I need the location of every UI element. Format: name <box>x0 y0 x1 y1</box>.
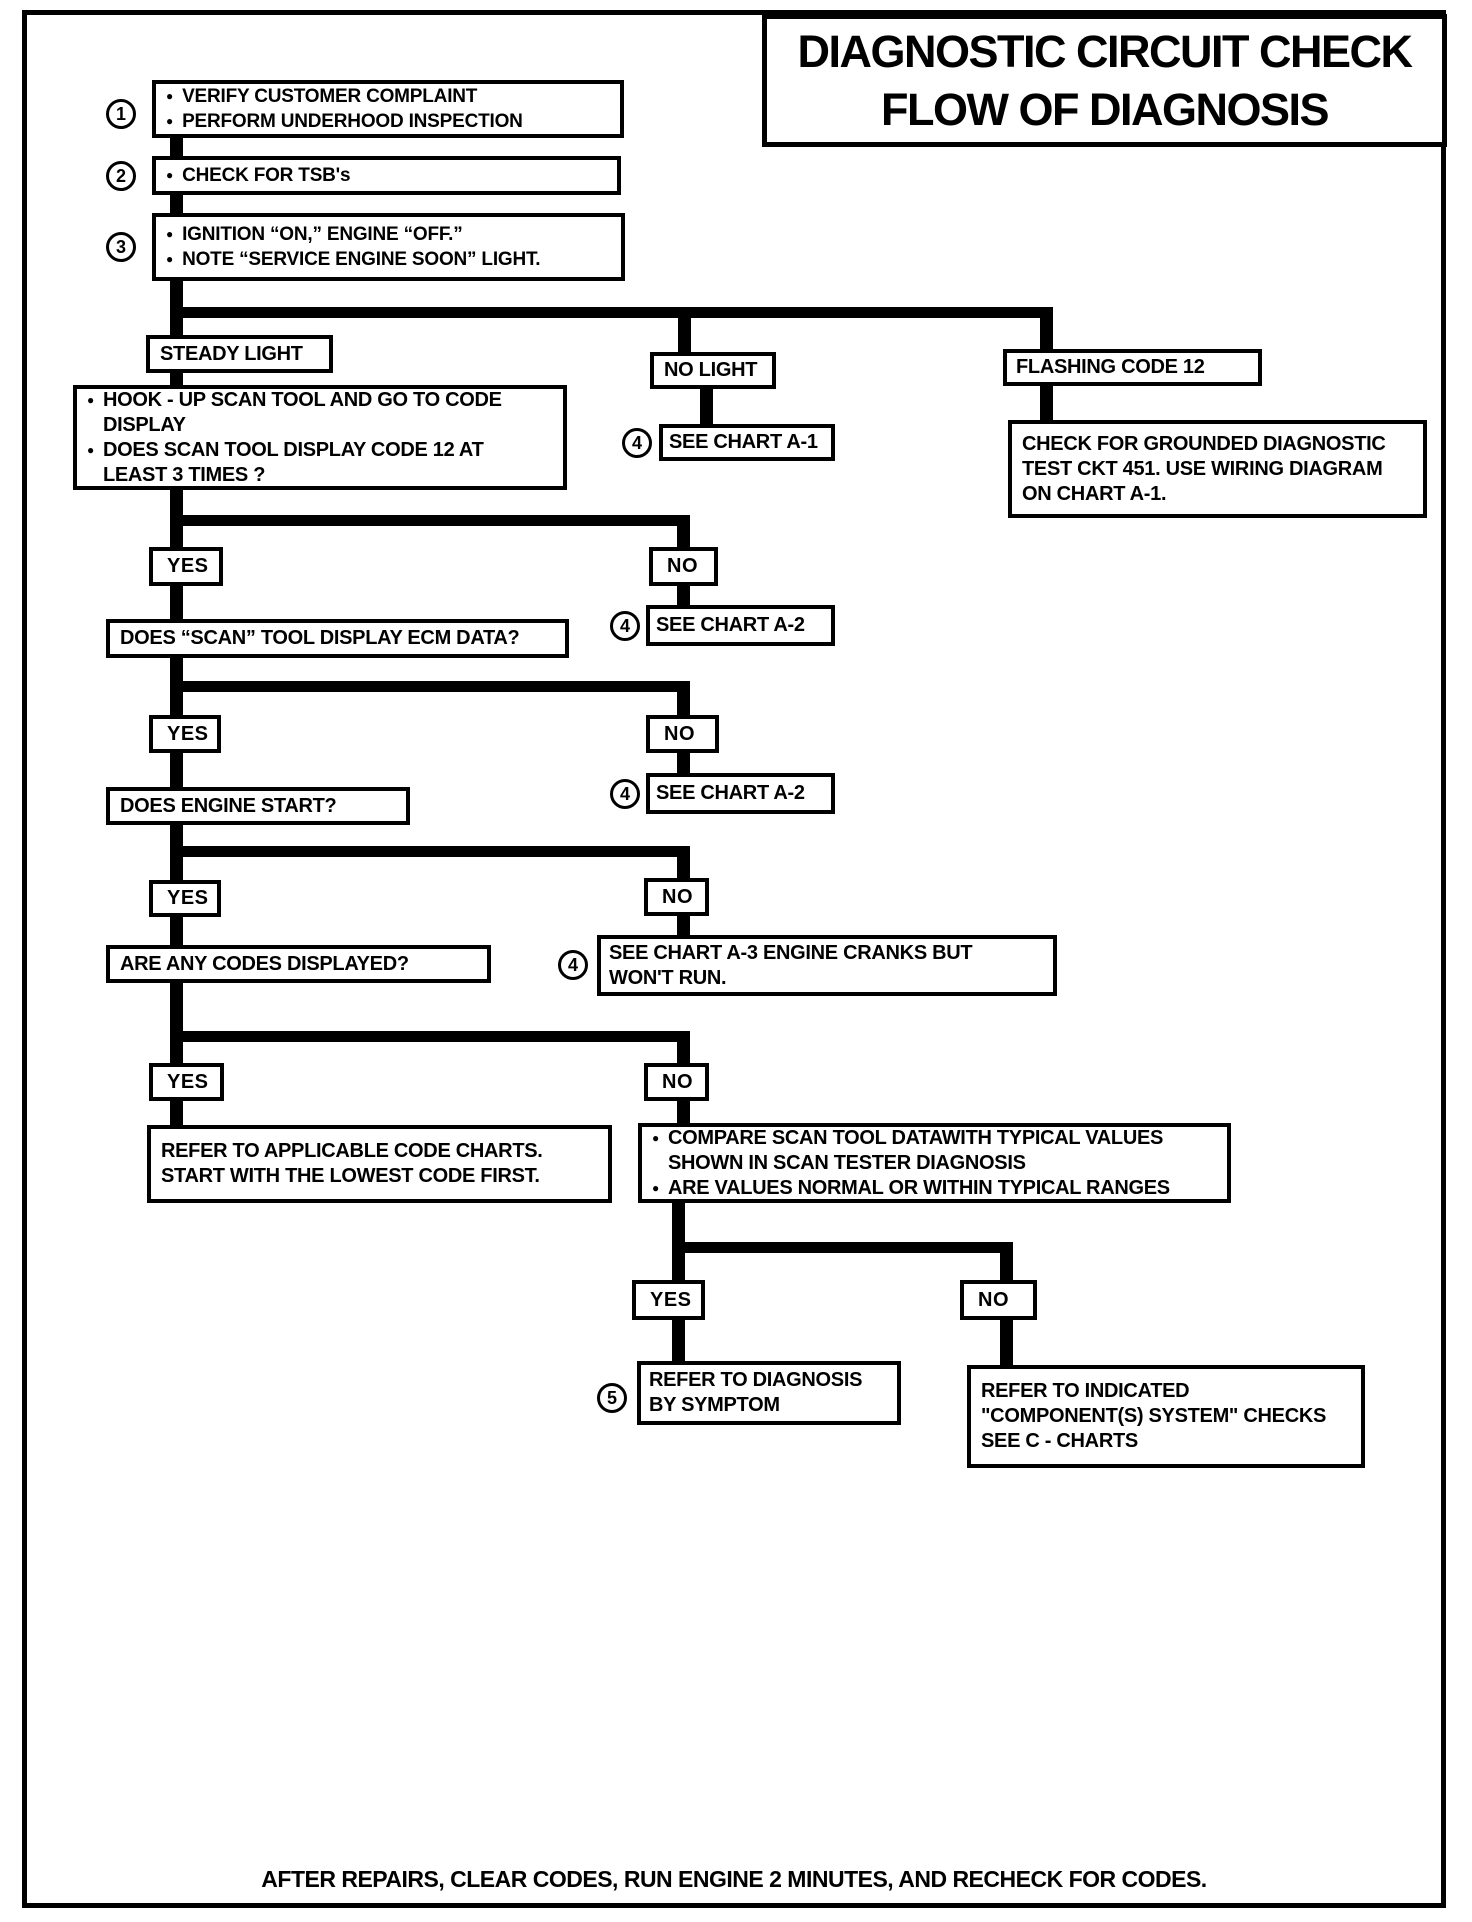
ref-4-circle: 4 <box>610 611 640 641</box>
no-box-code12: NO <box>649 547 718 586</box>
footer-note: AFTER REPAIRS, CLEAR CODES, RUN ENGINE 2… <box>261 1866 1207 1892</box>
bullet-icon: ● <box>87 392 94 407</box>
ref-5-circle: 5 <box>597 1383 627 1413</box>
connector-line <box>677 692 690 715</box>
bullet-icon: ● <box>166 114 174 128</box>
connector-line <box>700 388 713 424</box>
bullet-icon: ● <box>166 89 174 103</box>
connector-line <box>170 1101 183 1125</box>
title-box: DIAGNOSTIC CIRCUIT CHECK FLOW OF DIAGNOS… <box>762 14 1447 147</box>
connector-line <box>170 846 690 857</box>
connector-line <box>170 372 183 386</box>
no-box-ecm-data: NO <box>646 715 719 753</box>
connector-line <box>170 193 183 214</box>
connector-line <box>170 692 183 715</box>
bullet-icon: ● <box>652 1180 659 1195</box>
page-title-line2: FLOW OF DIAGNOSIS <box>881 83 1329 135</box>
connector-line <box>170 586 183 619</box>
step-1-item-1: ●VERIFY CUSTOMER COMPLAINT <box>166 86 478 107</box>
no-box-codes-displayed: NO <box>644 1063 709 1101</box>
step-3-item-2: ●NOTE “SERVICE ENGINE SOON” LIGHT. <box>166 249 541 270</box>
compare-item-2: ●ARE VALUES NORMAL OR WITHIN TYPICAL RAN… <box>652 1176 1170 1199</box>
step-3-item-1: ●IGNITION “ON,” ENGINE “OFF.” <box>166 224 463 245</box>
see-chart-a2-box: SEE CHART A-2 <box>646 605 835 646</box>
connector-line <box>672 1253 685 1280</box>
connector-line <box>677 916 690 935</box>
bullet-icon: ● <box>166 252 174 266</box>
connector-line <box>170 983 183 1035</box>
step-2-item-1: ●CHECK FOR TSB's <box>166 165 351 186</box>
page-title-line1: DIAGNOSTIC CIRCUIT CHECK <box>797 25 1414 77</box>
see-chart-a1-box: SEE CHART A-1 <box>659 424 835 461</box>
connector-line <box>170 857 183 880</box>
connector-line <box>170 490 183 521</box>
bullet-icon: ● <box>166 168 174 182</box>
connector-line <box>672 1203 685 1247</box>
ecm-data-question-box: DOES “SCAN” TOOL DISPLAY ECM DATA? <box>106 619 569 658</box>
connector-line <box>1040 385 1053 420</box>
connector-line <box>677 586 690 605</box>
codes-displayed-question-box: ARE ANY CODES DISPLAYED? <box>106 945 491 983</box>
yes-box-engine-start: YES <box>149 880 221 917</box>
step-1-box: ●VERIFY CUSTOMER COMPLAINT ●PERFORM UNDE… <box>152 80 624 138</box>
connector-line <box>678 318 691 352</box>
connector-line <box>170 279 183 309</box>
connector-line <box>677 857 690 878</box>
connector-line <box>170 1042 183 1063</box>
connector-line <box>170 917 183 945</box>
compare-item-1: ●COMPARE SCAN TOOL DATAWITH TYPICAL VALU… <box>652 1126 1164 1174</box>
connector-line <box>1000 1253 1013 1280</box>
connector-line <box>170 136 183 158</box>
connector-line <box>170 318 183 335</box>
see-chart-a2-box: SEE CHART A-2 <box>646 773 835 814</box>
yes-box-code12: YES <box>149 547 223 586</box>
see-chart-a3-box: SEE CHART A-3 ENGINE CRANKS BUT WON'T RU… <box>597 935 1057 996</box>
branch-steady-light-box: STEADY LIGHT <box>146 335 333 373</box>
connector-line <box>677 753 690 773</box>
connector-line <box>170 825 183 850</box>
compare-scan-data-box: ●COMPARE SCAN TOOL DATAWITH TYPICAL VALU… <box>638 1123 1231 1203</box>
connector-line <box>672 1242 1013 1253</box>
yes-box-ecm-data: YES <box>149 715 221 753</box>
branch-no-light-box: NO LIGHT <box>650 352 776 389</box>
ref-4-circle: 4 <box>610 779 640 809</box>
refer-diagnosis-symptom-box: REFER TO DIAGNOSIS BY SYMPTOM <box>637 1361 901 1425</box>
check-grounded-ckt451-box: CHECK FOR GROUNDED DIAGNOSTIC TEST CKT 4… <box>1008 420 1427 518</box>
step-1-item-2: ●PERFORM UNDERHOOD INSPECTION <box>166 111 523 132</box>
connector-line <box>1040 318 1053 349</box>
engine-start-question-box: DOES ENGINE START? <box>106 787 410 825</box>
connector-line <box>170 681 690 692</box>
yes-box-values-normal: YES <box>632 1280 705 1320</box>
connector-line <box>677 526 690 547</box>
bullet-icon: ● <box>166 227 174 241</box>
step-2-box: ●CHECK FOR TSB's <box>152 156 621 195</box>
branch-flashing-code12-box: FLASHING CODE 12 <box>1003 349 1262 386</box>
step-3-box: ●IGNITION “ON,” ENGINE “OFF.” ●NOTE “SER… <box>152 213 625 281</box>
step-1-number: 1 <box>106 99 136 129</box>
ref-4-circle: 4 <box>622 428 652 458</box>
step-3-number: 3 <box>106 232 136 262</box>
step-2-number: 2 <box>106 161 136 191</box>
refer-component-checks-box: REFER TO INDICATED "COMPONENT(S) SYSTEM"… <box>967 1365 1365 1468</box>
connector-line <box>170 526 183 547</box>
no-box-values-normal: NO <box>960 1280 1037 1320</box>
connector-line <box>170 307 1053 318</box>
connector-line <box>1000 1320 1013 1365</box>
connector-line <box>677 1042 690 1063</box>
bullet-icon: ● <box>652 1130 659 1145</box>
yes-box-codes-displayed: YES <box>149 1063 224 1101</box>
connector-line <box>170 658 183 685</box>
bullet-icon: ● <box>87 442 94 457</box>
ref-4-circle: 4 <box>558 950 588 980</box>
connector-line <box>170 1031 690 1042</box>
no-box-engine-start: NO <box>644 878 709 916</box>
connector-line <box>170 515 690 526</box>
connector-line <box>170 753 183 787</box>
connector-line <box>672 1320 685 1361</box>
refer-code-charts-box: REFER TO APPLICABLE CODE CHARTS. START W… <box>147 1125 612 1203</box>
connector-line <box>677 1101 690 1123</box>
